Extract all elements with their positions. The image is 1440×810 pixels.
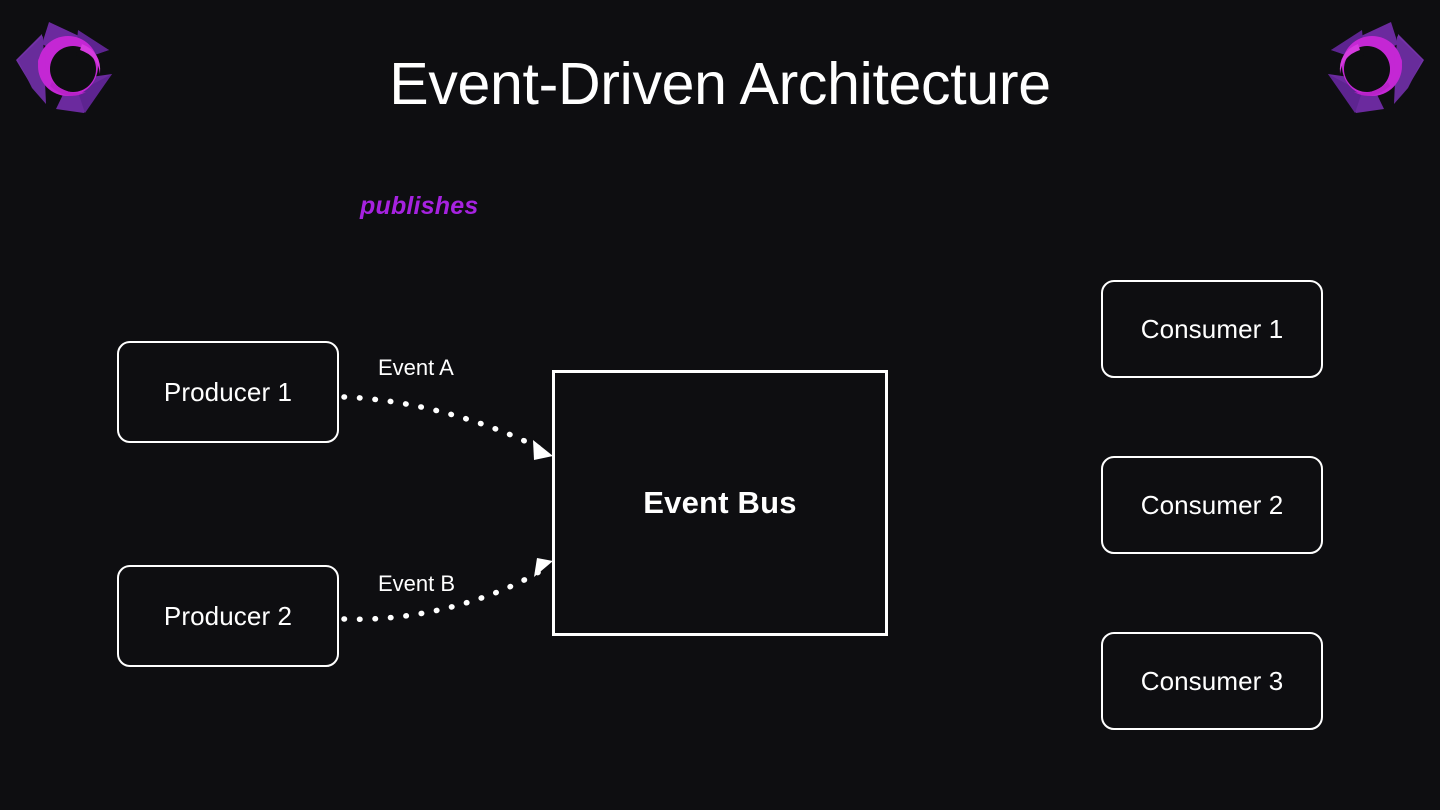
company-logo	[12, 14, 124, 118]
node-label: Consumer 1	[1140, 313, 1284, 344]
node-consumer-3[interactable]: Consumer 3	[1101, 632, 1323, 730]
node-producer-1[interactable]: Producer 1	[117, 341, 339, 443]
node-label: Consumer 2	[1140, 489, 1284, 520]
node-label: Event Bus	[643, 485, 797, 520]
node-label: Consumer 3	[1140, 665, 1284, 696]
page-title: Event-Driven Architecture	[389, 51, 1051, 117]
edge-event-a	[341, 394, 553, 460]
company-logo	[1316, 14, 1428, 118]
edge-label-event-a: Event A	[378, 355, 454, 380]
node-label: Producer 1	[163, 376, 293, 407]
node-event-bus[interactable]: Event Bus	[552, 370, 888, 636]
edge-label-event-b: Event B	[378, 571, 456, 596]
node-producer-2[interactable]: Producer 2	[117, 565, 339, 667]
publishes-annotation: publishes	[360, 192, 479, 220]
node-label: Producer 2	[163, 600, 293, 631]
node-consumer-2[interactable]: Consumer 2	[1101, 456, 1323, 554]
node-consumer-1[interactable]: Consumer 1	[1101, 280, 1323, 378]
